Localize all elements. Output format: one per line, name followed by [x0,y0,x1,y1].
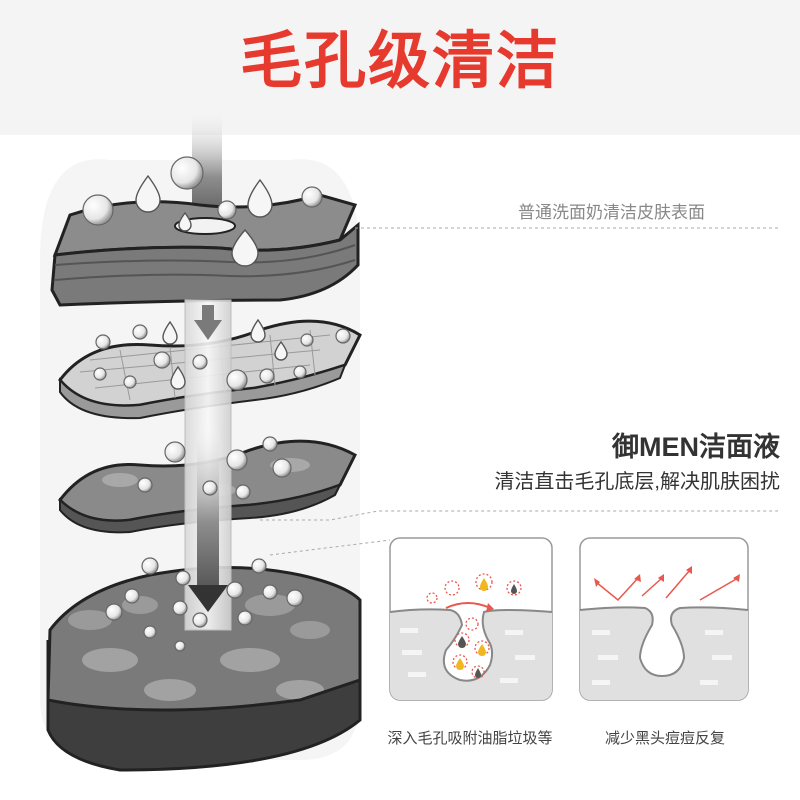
down-arrow-1 [194,305,222,340]
product-description: 清洁直击毛孔底层,解决肌肤困扰 [494,471,780,493]
pore-panel-left [389,537,553,701]
pore-panel-right [579,537,749,701]
page-title: 毛孔级清洁 [239,27,560,96]
panel-right-caption: 减少黑头痘痘反复 [604,730,725,747]
surface-skin-layer [50,193,360,307]
header-band [0,0,800,135]
ordinary-cleanser-caption: 普通洗面奶清洁皮肤表面 [518,203,705,222]
panel-left-caption: 深入毛孔吸附油脂垃圾等 [387,730,553,747]
deep-skin-layer [46,566,362,772]
leader-lines [260,227,778,556]
down-arrow-2 [188,420,228,612]
droplets [135,174,288,390]
product-name: 御MEN洁面液 [612,432,780,462]
bubbles [82,156,351,652]
